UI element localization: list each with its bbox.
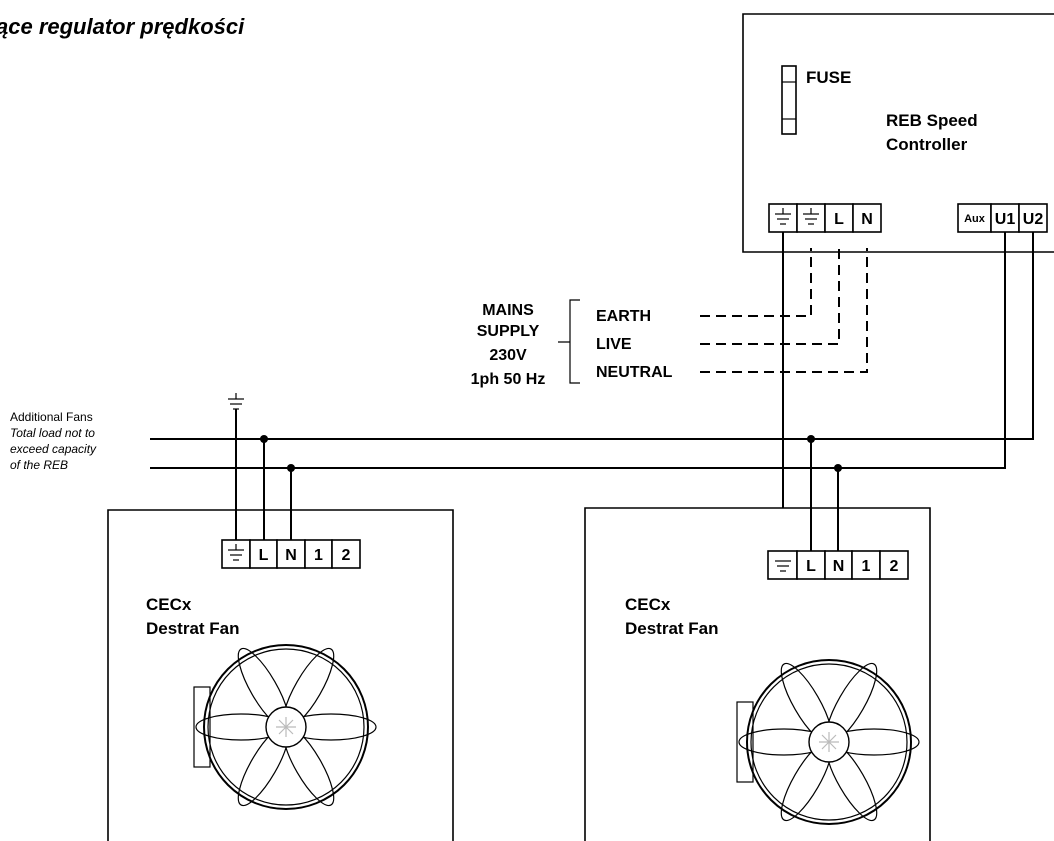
fan1-terminal-n: N <box>285 547 297 564</box>
u1-wire <box>150 232 1006 469</box>
earth-terminal-icon <box>775 560 791 572</box>
page-title: ące regulator prędkości <box>0 14 245 39</box>
additional-line3: exceed capacity <box>10 442 97 456</box>
junction-dot <box>834 464 842 472</box>
fan-icon <box>736 659 920 825</box>
mains-line3: 230V <box>489 347 527 364</box>
fan2-name-line1: CECx <box>625 595 671 614</box>
fan2-terminal-n: N <box>833 558 845 575</box>
fan1-name-line1: CECx <box>146 595 192 614</box>
junction-dot <box>807 435 815 443</box>
controller-terminals-mains: L N <box>768 203 882 233</box>
fan2-name-line2: Destrat Fan <box>625 619 719 638</box>
controller-name-line2: Controller <box>886 135 968 154</box>
mains-line4: 1ph 50 Hz <box>471 371 546 388</box>
fuse-label: FUSE <box>806 68 851 87</box>
controller-terminals-output: Aux U1 U2 <box>957 203 1048 233</box>
junction-dot <box>287 464 295 472</box>
controller-name-line1: REB Speed <box>886 111 978 130</box>
fan2-terminal-2: 2 <box>890 558 899 575</box>
fan1-terminal-l: L <box>259 547 269 564</box>
reb-controller: FUSE REB Speed Controller L N <box>742 13 1054 253</box>
fuse-icon <box>781 65 797 135</box>
terminal-aux: Aux <box>964 213 986 225</box>
neutral-wire-dashed <box>700 248 868 373</box>
terminal-u1: U1 <box>995 211 1016 228</box>
earth-symbol-icon <box>228 393 244 410</box>
fan2-terminal-l: L <box>806 558 816 575</box>
earth-terminal-icon <box>803 208 819 225</box>
additional-line4: of the REB <box>10 458 68 472</box>
terminal-l: L <box>834 211 844 228</box>
mains-line1: MAINS <box>482 302 534 319</box>
earth-terminal-icon <box>228 544 244 561</box>
mains-supply: MAINS SUPPLY 230V 1ph 50 Hz EARTH LIVE N… <box>471 299 673 388</box>
junction-dot <box>260 435 268 443</box>
u2-wire <box>150 232 1034 440</box>
additional-fans-note: Additional Fans Total load not to exceed… <box>10 410 97 472</box>
fan1-name-line2: Destrat Fan <box>146 619 240 638</box>
terminal-n: N <box>861 211 873 228</box>
mains-bracket <box>558 299 580 384</box>
live-wire-dashed <box>700 248 840 345</box>
mains-earth-label: EARTH <box>596 308 651 325</box>
fan2-terminals: L N 1 2 <box>767 550 909 580</box>
controller-wiring <box>150 232 1034 548</box>
mains-neutral-label: NEUTRAL <box>596 364 673 381</box>
fan1-terminal-1: 1 <box>314 547 323 564</box>
terminal-u2: U2 <box>1023 211 1044 228</box>
fan-unit-1: L N 1 2 CECx Destrat Fan <box>107 393 454 841</box>
fan1-terminals: L N 1 2 <box>221 539 361 569</box>
mains-live-label: LIVE <box>596 336 632 353</box>
earth-terminal-icon <box>775 208 791 225</box>
mains-wiring <box>700 248 868 373</box>
mains-line2: SUPPLY <box>477 323 540 340</box>
additional-line2: Total load not to <box>10 426 95 440</box>
earth-wire-dashed <box>700 248 812 317</box>
fan-icon <box>193 644 377 810</box>
fan2-terminal-1: 1 <box>862 558 871 575</box>
additional-line1: Additional Fans <box>10 410 93 424</box>
fan-unit-2: L N 1 2 CECx Destrat Fan <box>584 435 931 841</box>
fan1-terminal-2: 2 <box>342 547 351 564</box>
